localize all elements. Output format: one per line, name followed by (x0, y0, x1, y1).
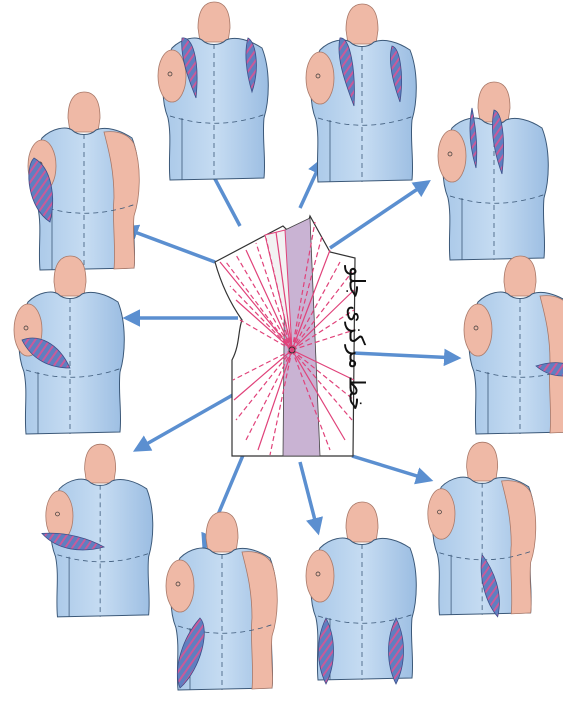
waist-dart-right-bodice (428, 442, 536, 617)
arrow-lower-left (136, 392, 238, 450)
arrow-upper-right (330, 182, 428, 248)
neckline-dart-bodice (438, 82, 548, 260)
arrow-lower-right (352, 456, 430, 480)
mannequin-neck (198, 2, 230, 42)
mannequin-neck (504, 256, 536, 296)
double-waist-dart-bodice (306, 502, 416, 684)
mannequin-shoulder-cap (464, 304, 492, 356)
mannequin-neck (206, 512, 238, 552)
front-bodice-pattern (215, 216, 355, 456)
mannequin-shoulder-cap (306, 52, 334, 104)
mannequin-neck (54, 256, 86, 296)
arrow-bottom-center (300, 462, 318, 532)
arrow-upper-left (124, 228, 215, 262)
mannequin-shoulder-cap (428, 489, 455, 539)
mannequin-neck (346, 502, 378, 542)
mannequin-neck (85, 444, 116, 483)
mannequin-shoulder-cap (158, 50, 186, 102)
diagonal-waist-dart-bodice (166, 512, 277, 690)
mannequin-shoulder-cap (438, 130, 466, 182)
armhole-dart-bodice (14, 256, 124, 434)
mannequin-neck (467, 442, 498, 481)
shoulder-dart-left-bodice (28, 92, 139, 270)
mannequin-neck (68, 92, 100, 132)
side-dart-left-bodice (42, 444, 153, 617)
neckline-shoulder-darts-bodice (158, 2, 268, 180)
side-seam-dart-right-bodice (464, 256, 563, 434)
mannequin-shoulder-cap (306, 550, 334, 602)
mannequin-neck (346, 4, 378, 44)
center-front-line-label: خط مرکزی جلو (338, 258, 374, 418)
double-shoulder-dart-bodice (306, 4, 416, 182)
mannequin-shoulder-cap (166, 560, 194, 612)
